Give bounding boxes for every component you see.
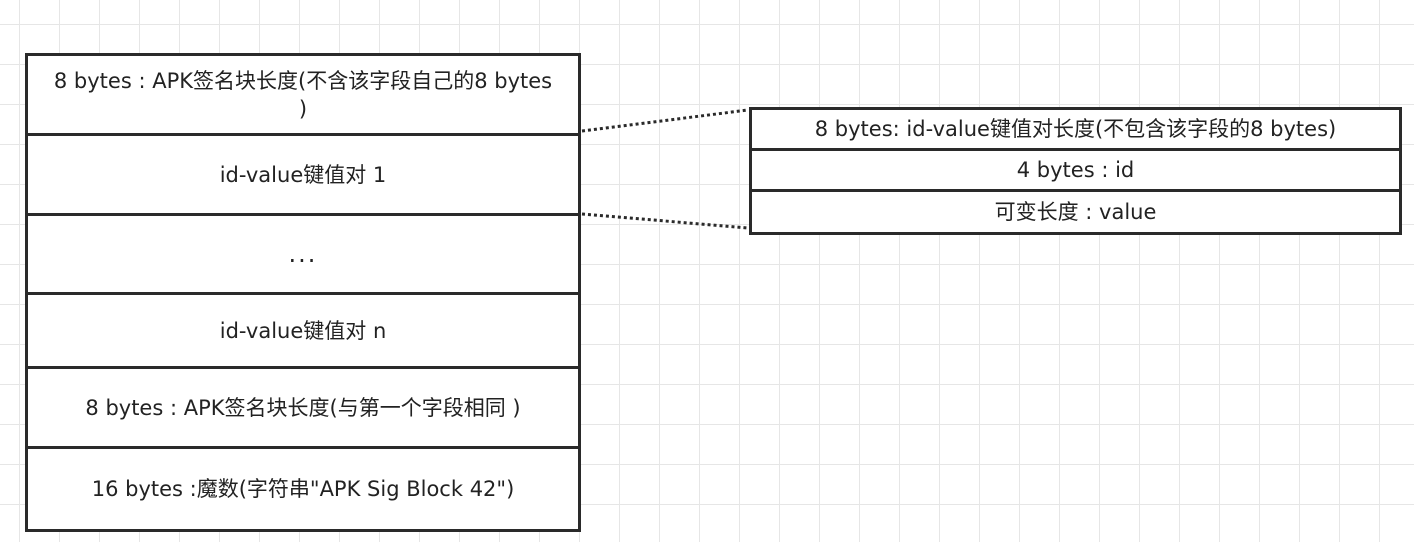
signing-block-length-repeat-field: 8 bytes : APK签名块长度(与第一个字段相同 ) (28, 369, 578, 449)
pair-id-field: 4 bytes : id (752, 151, 1399, 192)
magic-number-field: 16 bytes :魔数(字符串"APK Sig Block 42") (91, 477, 515, 501)
connector-bottom (581, 212, 749, 230)
connector-top (581, 108, 749, 133)
apk-signing-block: 8 bytes : APK签名块长度(不含该字段自己的8 bytes ) id-… (25, 53, 581, 532)
pair-value-field: 可变长度 : value (994, 200, 1157, 224)
pair-length-field: 8 bytes: id-value键值对长度(不包含该字段的8 bytes) (752, 110, 1399, 151)
id-value-pair-1: id-value键值对 1 (28, 136, 578, 216)
id-value-pair-n: id-value键值对 n (28, 295, 578, 369)
signing-block-length-field: 8 bytes : APK签名块长度(不含该字段自己的8 bytes ) (28, 56, 578, 136)
id-value-pair-detail: 8 bytes: id-value键值对长度(不包含该字段的8 bytes) 4… (749, 107, 1402, 235)
ellipsis-row: ... (28, 216, 578, 295)
